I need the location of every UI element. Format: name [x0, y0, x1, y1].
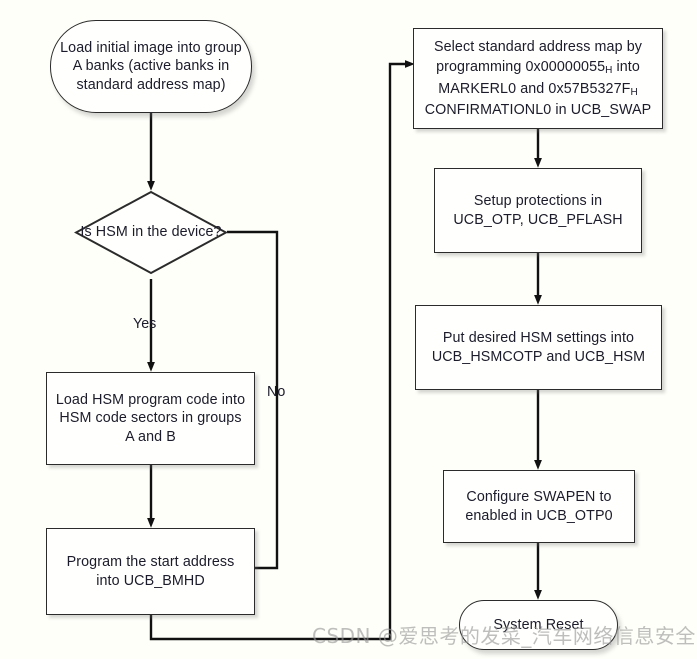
node-select-address-map[interactable]: Select standard address map by programmi… — [413, 28, 663, 129]
edge-label-yes: Yes — [133, 316, 157, 332]
node-load-hsm-code-label: Load HSM program code into HSM code sect… — [55, 391, 246, 445]
node-system-reset-label: System Reset — [493, 616, 584, 633]
select-map-line-1: Select standard address map by — [433, 38, 643, 55]
hex-subscript-h-2: H — [630, 86, 638, 98]
node-is-hsm-decision[interactable]: Is HSM in the device? — [74, 190, 228, 275]
node-put-hsm-settings-label: Put desired HSM settings into UCB_HSMCOT… — [431, 329, 646, 365]
node-setup-protections-label: Setup protections in UCB_OTP, UCB_PFLASH — [453, 192, 623, 228]
node-configure-swapen[interactable]: Configure SWAPEN to enabled in UCB_OTP0 — [443, 470, 635, 543]
select-map-line-4: CONFIRMATIONL0 in UCB_SWAP — [424, 101, 652, 118]
node-load-hsm-code[interactable]: Load HSM program code into HSM code sect… — [46, 372, 255, 465]
node-put-hsm-settings[interactable]: Put desired HSM settings into UCB_HSMCOT… — [415, 305, 662, 390]
node-load-initial-image-label: Load initial image into group A banks (a… — [60, 39, 242, 93]
select-map-line-2a: programming 0x00000055 — [436, 59, 606, 76]
diamond-shape — [74, 190, 228, 275]
node-program-start-address-label: Program the start address into UCB_BMHD — [66, 553, 235, 589]
select-map-line-2b: into — [612, 59, 640, 76]
select-map-line-3a: MARKERL0 and 0x57B5327F — [438, 80, 631, 97]
node-configure-swapen-label: Configure SWAPEN to enabled in UCB_OTP0 — [465, 488, 613, 524]
node-is-hsm-decision-label: Is HSM in the device? — [80, 224, 222, 241]
node-setup-protections[interactable]: Setup protections in UCB_OTP, UCB_PFLASH — [434, 168, 642, 253]
node-program-start-address[interactable]: Program the start address into UCB_BMHD — [46, 528, 255, 615]
node-system-reset[interactable]: System Reset — [459, 600, 618, 650]
hex-subscript-h-1: H — [605, 65, 613, 77]
edge-label-no: No — [267, 384, 286, 400]
node-load-initial-image[interactable]: Load initial image into group A banks (a… — [50, 20, 252, 113]
node-select-address-map-label: Select standard address map by programmi… — [422, 37, 654, 120]
edge-bmhd-to-select-map — [149, 60, 415, 641]
